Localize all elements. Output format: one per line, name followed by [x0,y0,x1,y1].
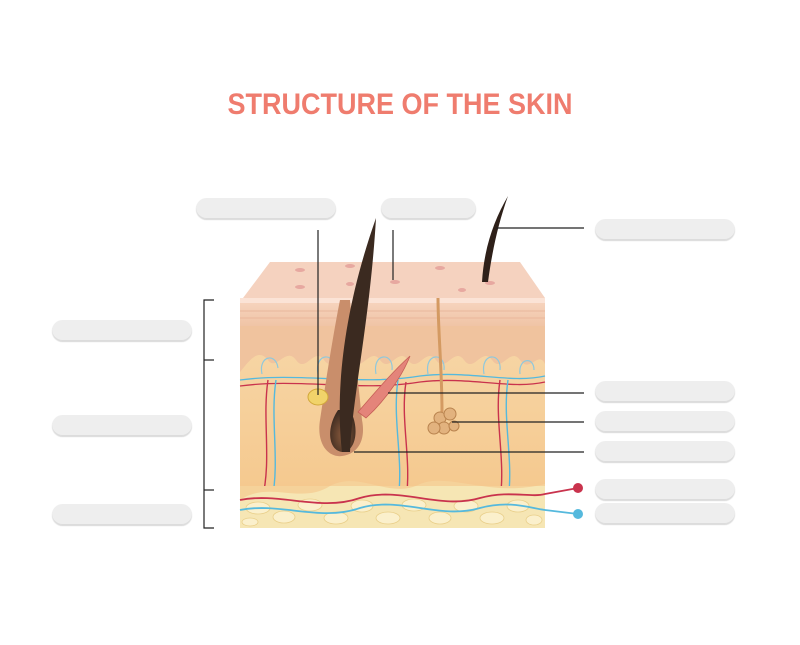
label-box-hair-follicle[interactable] [595,441,735,462]
diagram-title: STRUCTURE OF THE SKIN [227,88,573,121]
artery-vessel [239,487,579,504]
sweat-gland [427,407,460,435]
skin-top-surface [243,262,545,298]
hair-shaft [482,196,508,282]
hair-root [339,218,376,452]
label-box-vein[interactable] [595,503,735,524]
fat-cells [241,498,543,527]
label-box-arrector-pili-muscle[interactable] [595,381,735,402]
leader-lines [203,227,584,529]
arrector-pili-muscle [357,355,411,419]
label-box-artery[interactable] [595,479,735,500]
vein-vessel [239,503,579,515]
label-box-sebaceous-gland[interactable] [196,198,336,219]
vein-end-dot [573,509,583,519]
label-box-sweat-gland[interactable] [595,411,735,432]
artery-end-dot [573,483,583,493]
label-box-dermis[interactable] [52,415,192,436]
label-box-hair-shaft[interactable] [595,219,735,240]
dermal-papillae [240,326,545,372]
sweat-duct [436,297,444,413]
label-box-hypodermis[interactable] [52,504,192,525]
pores [295,264,495,292]
label-box-pore[interactable] [381,198,476,219]
label-box-epidermis[interactable] [52,320,192,341]
